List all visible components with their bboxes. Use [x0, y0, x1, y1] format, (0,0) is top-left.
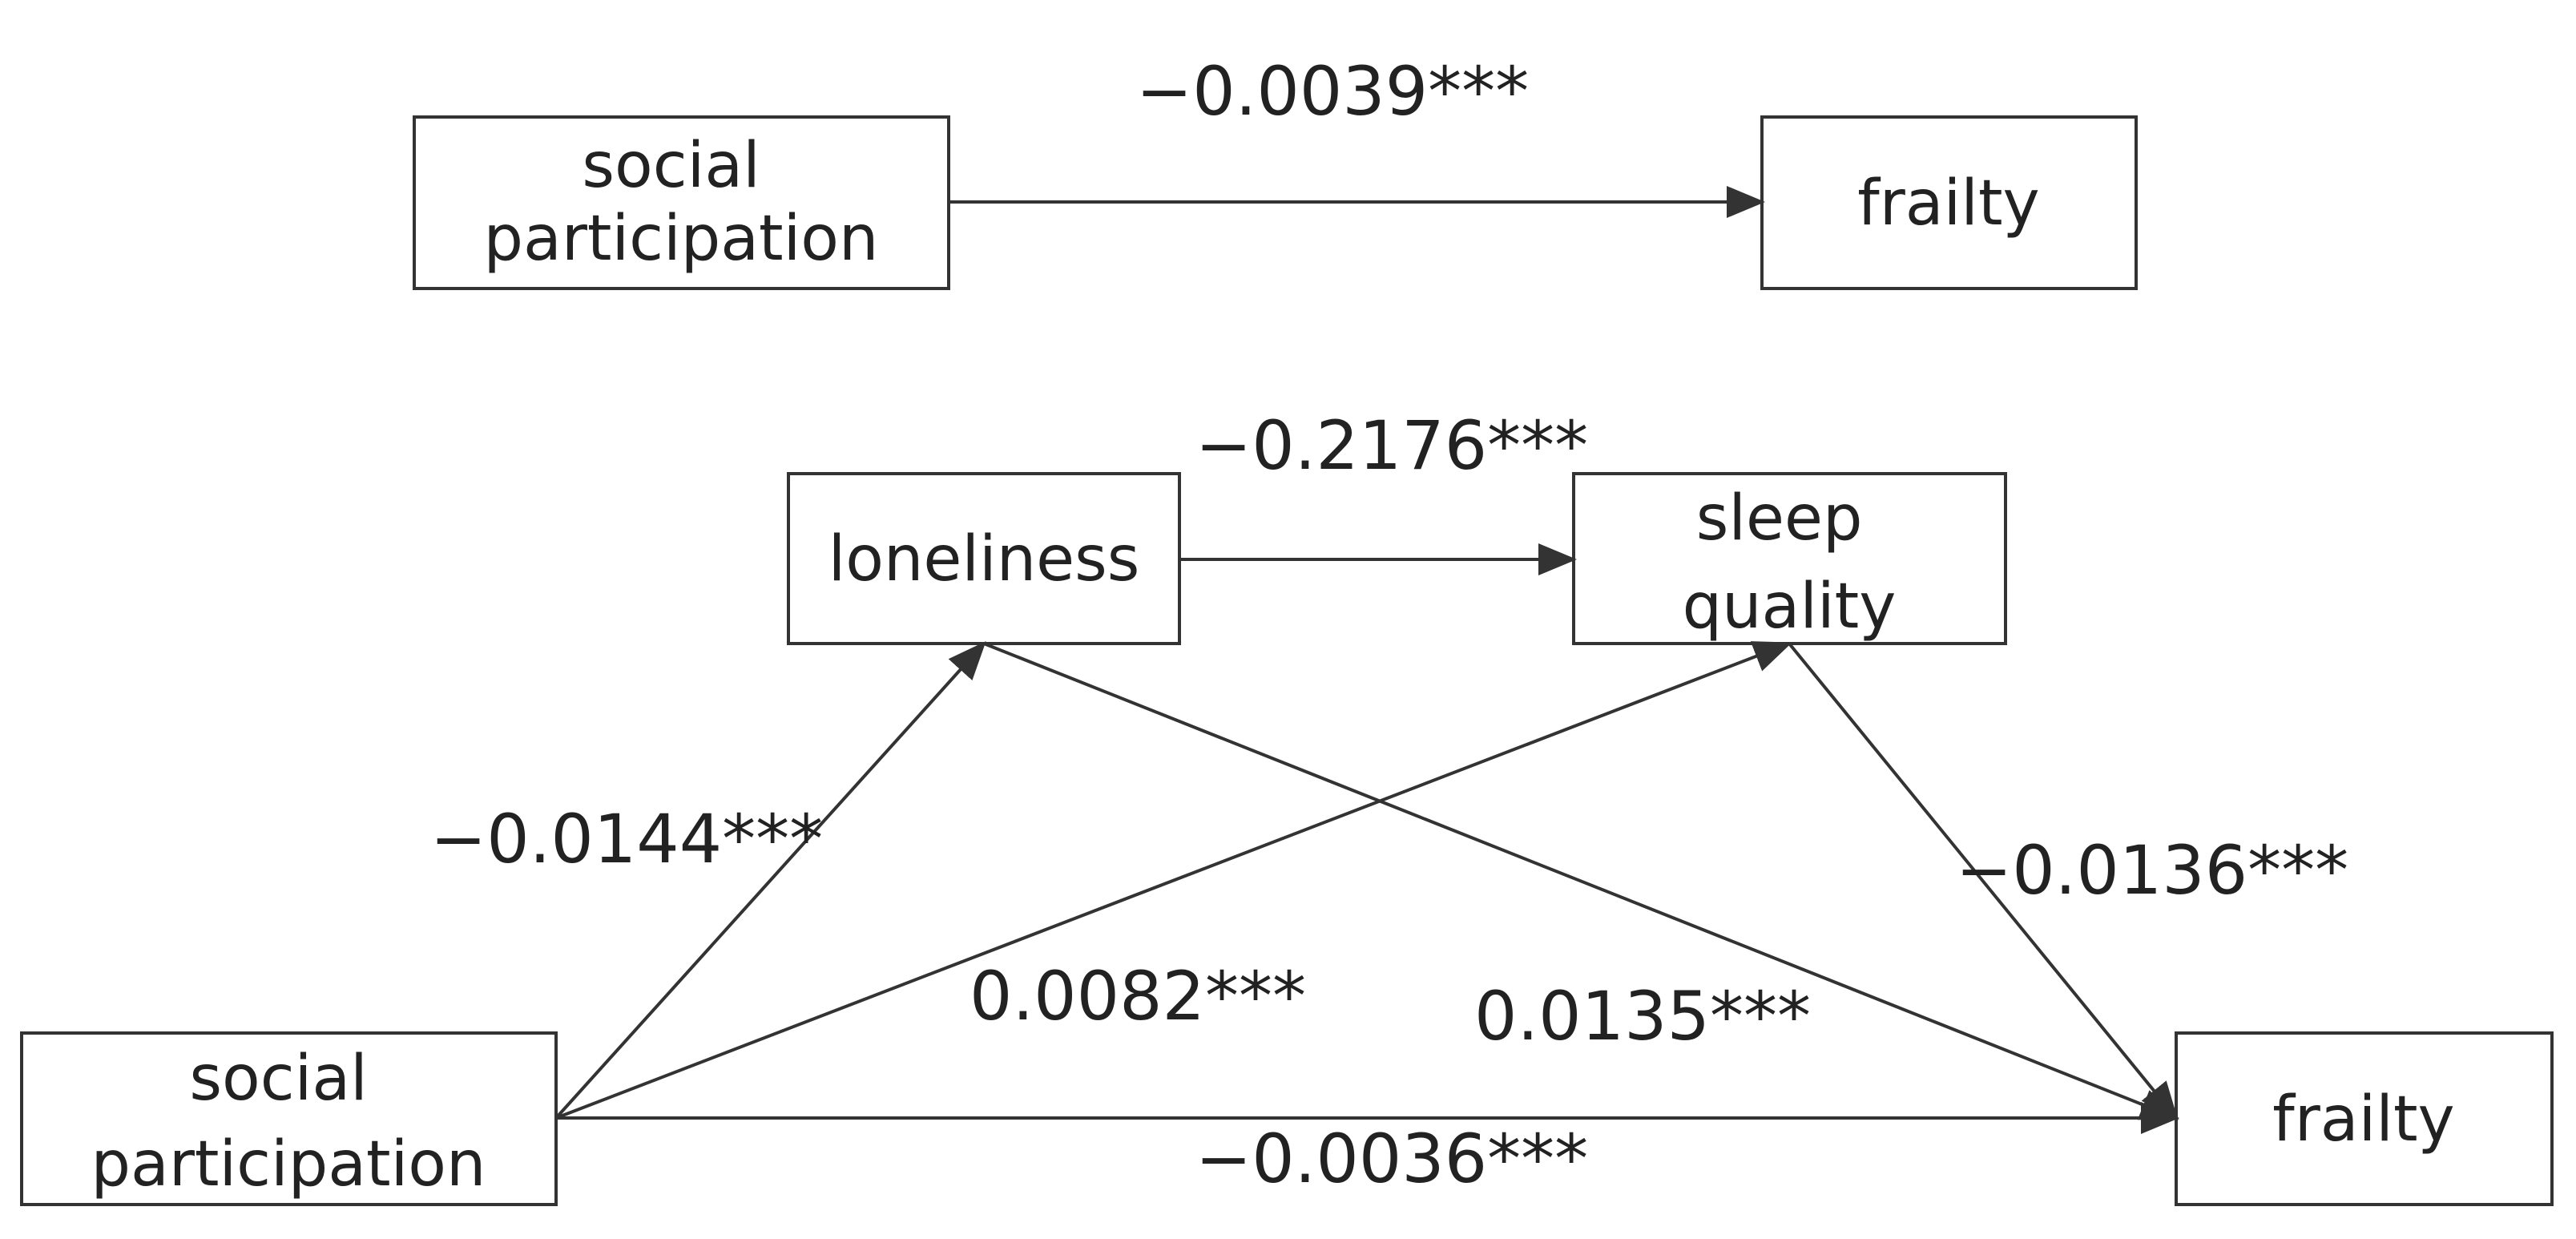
- top-social-participation-box: [413, 115, 950, 290]
- label-social-to-loneliness: −0.0144***: [430, 800, 823, 878]
- sleep-quality-line-1: sleep: [1696, 482, 1863, 555]
- top-frailty-label: frailty: [1857, 167, 2039, 240]
- mediator-loneliness-box: [787, 472, 1181, 645]
- bottom-social-line-1: social: [189, 1043, 367, 1115]
- label-direct-effect: −0.0036***: [1195, 1120, 1588, 1198]
- bottom-frailty-box: [2175, 1031, 2554, 1206]
- top-social-participation-label: social participation: [484, 130, 879, 275]
- mediator-sleep-quality-label: sleep quality: [1683, 482, 1897, 643]
- mediator-loneliness-label: loneliness: [828, 523, 1140, 595]
- top-social-line-2: participation: [484, 203, 879, 275]
- bottom-social-line-2: participation: [91, 1128, 486, 1201]
- label-loneliness-to-frailty: 0.0135***: [1474, 977, 1811, 1055]
- bottom-social-participation-label: social participation: [91, 1043, 486, 1201]
- bottom-frailty-label: frailty: [2272, 1084, 2454, 1156]
- top-total-effect-label: −0.0039***: [1136, 52, 1529, 131]
- label-social-to-sleep: 0.0082***: [970, 957, 1306, 1035]
- label-loneliness-to-sleep: −0.2176***: [1195, 406, 1588, 485]
- arrow-sleep-to-frailty: [1788, 642, 2179, 1121]
- sleep-quality-line-2: quality: [1683, 571, 1897, 643]
- arrow-social-to-loneliness: [554, 641, 986, 1120]
- top-social-line-1: social: [582, 130, 760, 202]
- label-sleep-to-frailty: −0.0136***: [1956, 831, 2348, 910]
- arrow-social-to-sleep: [555, 641, 1792, 1120]
- bottom-social-participation-box: [20, 1031, 558, 1206]
- arrow-loneliness-to-frailty: [983, 642, 2179, 1120]
